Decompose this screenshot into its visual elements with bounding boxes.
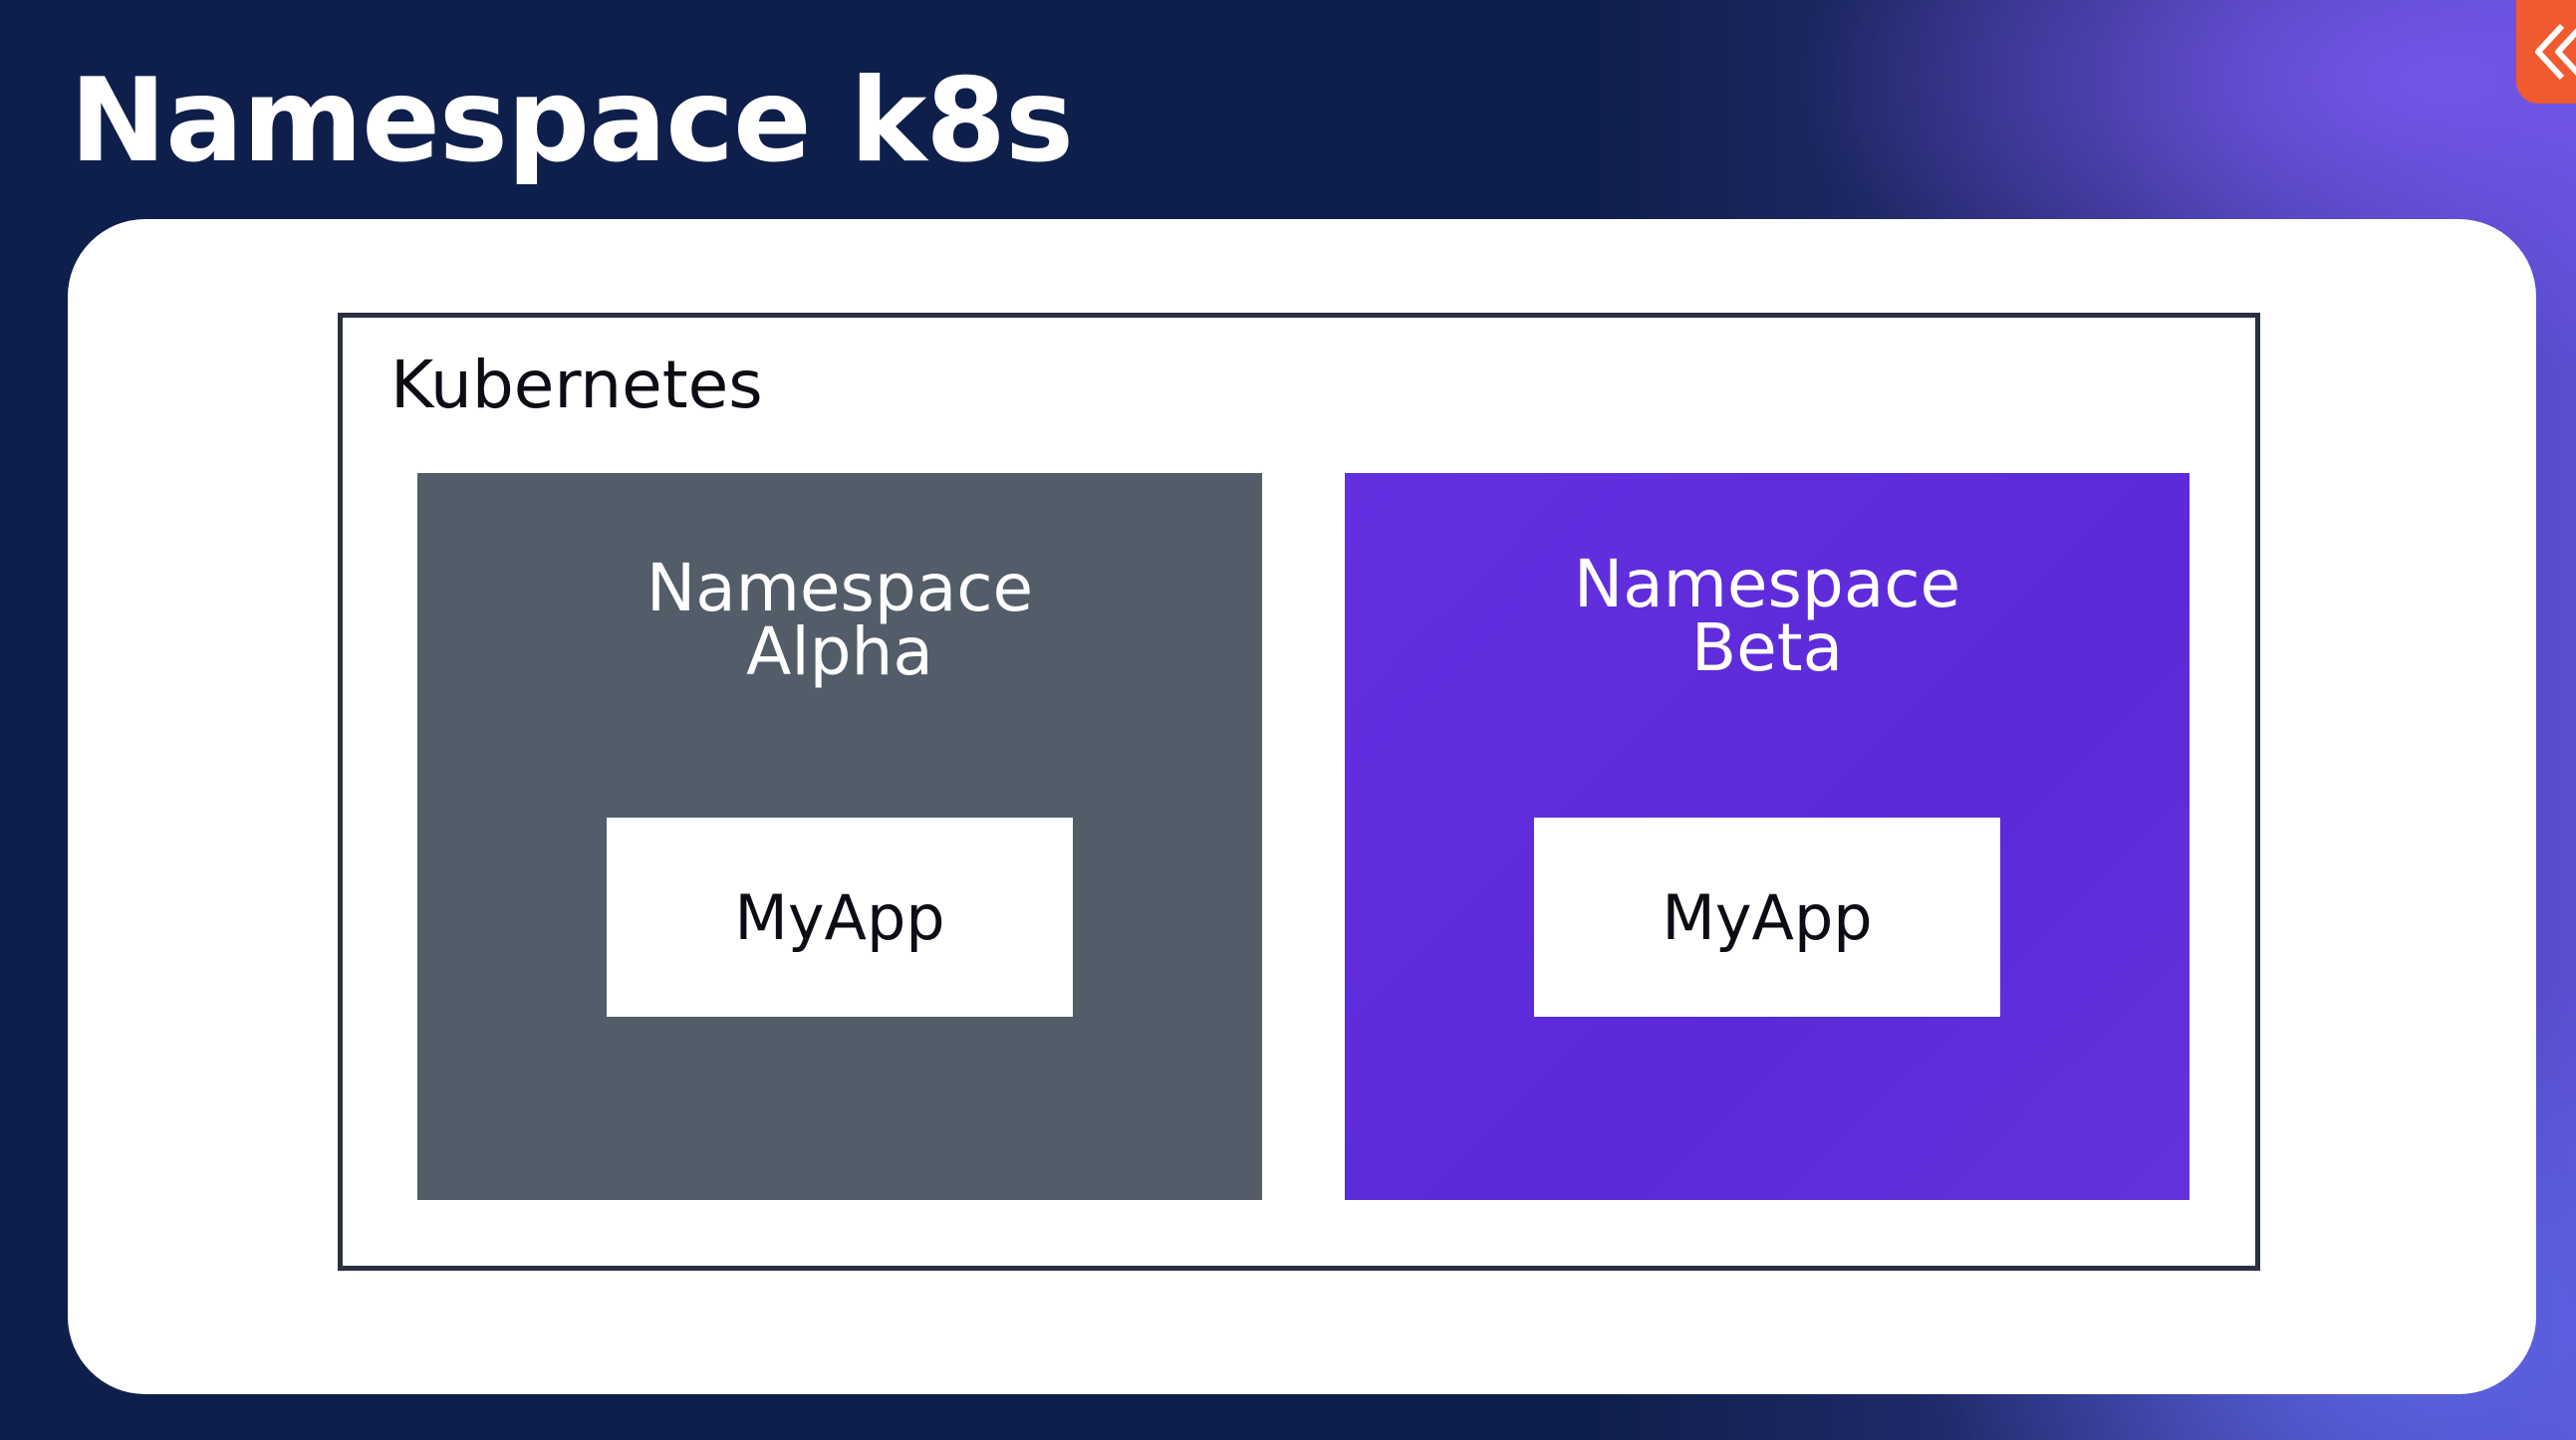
kubernetes-cluster-box: Kubernetes Namespace Alpha MyApp Namespa… [338,313,2260,1271]
namespace-beta-title-line1: Namespace [1573,546,1961,622]
namespace-alpha-title: Namespace Alpha [417,550,1262,690]
namespace-beta-box: Namespace Beta MyApp [1345,473,2190,1200]
cluster-label: Kubernetes [390,347,763,423]
myapp-alpha-box: MyApp [607,818,1073,1017]
namespace-alpha-title-line2: Alpha [746,613,933,690]
namespace-beta-title-line2: Beta [1690,609,1844,686]
namespace-alpha-box: Namespace Alpha MyApp [417,473,1262,1200]
corner-logo-badge [2516,0,2576,104]
myapp-alpha-label: MyApp [734,880,945,954]
namespace-beta-title: Namespace Beta [1345,546,2190,686]
double-chevron-left-icon [2535,23,2576,81]
namespace-alpha-title-line1: Namespace [645,550,1034,626]
myapp-beta-box: MyApp [1534,818,2000,1017]
myapp-beta-label: MyApp [1662,880,1873,954]
slide-title: Namespace k8s [70,54,1074,188]
